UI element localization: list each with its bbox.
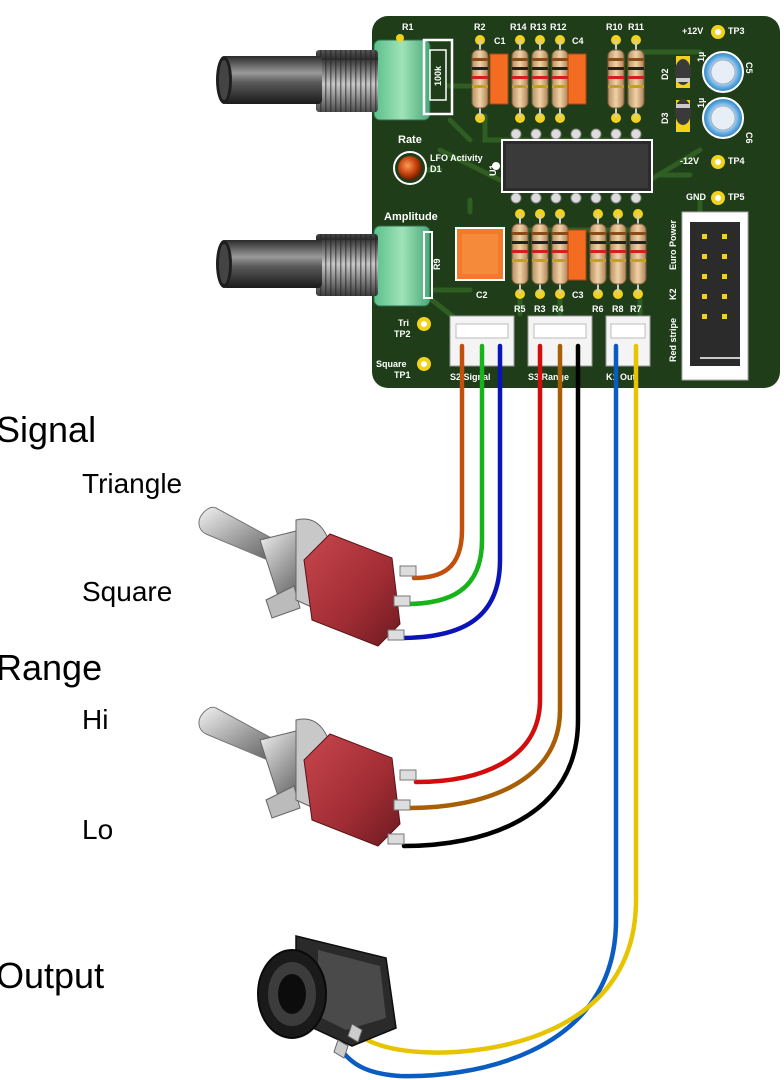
silk-tp2: TP2 [394,329,411,339]
amplitude-pot-shaft[interactable] [216,234,378,296]
silk-r2: R2 [474,22,486,32]
wire-red [413,343,543,785]
capacitor-c1 [489,53,509,105]
resistor-r11 [627,35,645,123]
silk-c4: C4 [572,36,584,46]
silk-tp4: TP4 [728,156,745,166]
test-points [417,25,725,371]
silk-r7: R7 [630,304,642,314]
silk-c2: C2 [476,290,488,300]
label-lo: Lo [82,814,114,845]
wire-green [403,343,485,607]
connector-k1 [605,315,651,367]
wire-yellow [351,343,639,1055]
rate-pot-shaft[interactable] [216,50,378,112]
silk-d3: D3 [660,112,670,124]
diode-d3 [675,99,691,132]
silk-u1: U1 [488,164,498,176]
wire-black [401,343,581,849]
silk-gnd: GND [686,192,707,202]
silk-c5-value: 1µ [696,52,706,62]
silk-r10: R10 [606,22,623,32]
silk-c6-value: 1µ [696,98,706,108]
silk-c3: C3 [572,290,584,300]
resistor-r2 [471,35,489,123]
silk-red-stripe: Red stripe [668,318,678,362]
silk-r14: R14 [510,22,527,32]
silk-rate: Rate [398,134,422,146]
silk-c6: C6 [744,132,754,144]
r1-value: 100k [433,65,443,86]
label-triangle: Triangle [82,468,183,499]
resistor-row-bottom [511,209,647,299]
silk-r12: R12 [550,22,567,32]
silk-c1: C1 [494,36,506,46]
signal-toggle-switch[interactable] [198,506,417,647]
capacitor-c6 [702,97,744,139]
silk-conn-range: S3 Range [528,372,569,382]
resistor-r10 [607,35,625,123]
led-d1 [393,151,427,185]
label-signal: Signal [0,409,97,450]
silk-tp1: TP1 [394,370,411,380]
silk-square: Square [376,359,407,369]
output-jack[interactable] [257,935,397,1059]
resistor-r12 [551,35,569,123]
silk-r3: R3 [534,304,546,314]
silk-tp3: TP3 [728,26,745,36]
silk-r4: R4 [552,304,564,314]
silk-amplitude: Amplitude [384,211,438,223]
silk-r1: R1 [402,22,414,32]
silk-r13: R13 [530,22,547,32]
silk-lfo-activity: LFO Activity [430,153,483,163]
silk-plus12v: +12V [682,26,703,36]
silk-euro-power: Euro Power [668,219,678,270]
silk-c5: C5 [744,62,754,74]
resistor-r3 [531,209,549,299]
resistor-r14 [511,35,529,123]
silk-conn-signal: S2 Signal [450,372,491,382]
silk-d2: D2 [660,68,670,80]
resistor-r13 [531,35,549,123]
label-hi: Hi [82,704,109,735]
silk-r11: R11 [628,22,644,32]
amplitude-pot[interactable] [373,225,433,307]
silk-r9: R9 [432,258,442,270]
range-toggle-switch[interactable] [198,706,417,847]
silk-tp5: TP5 [728,192,745,202]
resistor-r4 [551,209,569,299]
wire-blue [397,343,503,641]
capacitor-c4 [567,53,587,105]
wire-sky [337,343,619,1079]
ic-u1 [492,128,653,204]
resistor-r7 [629,209,647,299]
label-square: Square [82,576,173,607]
resistor-r8 [609,209,627,299]
silk-r5: R5 [514,304,526,314]
label-range: Range [0,647,103,688]
capacitor-c5 [702,51,744,93]
silk-r6: R6 [592,304,604,314]
rate-pot[interactable]: 100k [373,34,454,121]
euro-power-header [681,211,749,381]
wires [337,343,639,1079]
capacitor-c3 [567,229,587,281]
silk-minus12v: -12V [680,156,699,166]
wire-orange [411,343,465,581]
resistor-r5 [511,209,529,299]
diode-d2 [675,56,691,88]
silk-k2: K2 [668,288,678,300]
silk-conn-out: K1 Out [606,372,636,382]
silk-r8: R8 [612,304,624,314]
pcb-board: 100k [372,16,780,388]
silk-tri: Tri [398,318,409,328]
wire-brown [407,343,563,811]
resistor-r6 [589,209,607,299]
resistor-row-top [471,35,645,123]
silk-d1: D1 [430,164,442,174]
label-output: Output [0,955,105,996]
